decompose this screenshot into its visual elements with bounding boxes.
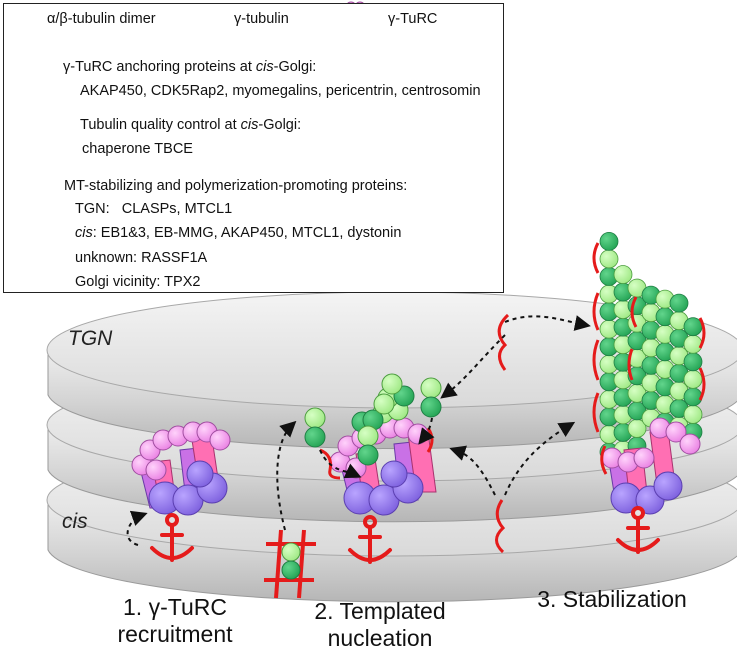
mt-brackets (592, 242, 706, 475)
nucleation-arrow-dimer (319, 449, 362, 479)
legend-mt-heading: MT-stabilizing and polymerization-promot… (64, 178, 408, 194)
step3-label: 3. Stabilization (537, 586, 687, 612)
legend-qc-heading: Tubulin quality control at cis-Golgi: (80, 117, 302, 133)
tubulin-subunit (599, 249, 619, 269)
tubulin-subunit (683, 334, 703, 354)
nucleation-arrow-up (276, 420, 297, 531)
legend-unknown-line: unknown: RASSF1A (75, 250, 208, 266)
qc-dimer (281, 542, 301, 580)
turc-nucleation-complex (329, 373, 437, 516)
layer-label-tgn: TGN (68, 327, 113, 350)
stabilizer-bracket-floating-top (497, 313, 510, 371)
microtubule-right (641, 285, 703, 442)
stabilizer-bracket-floating-bottom (495, 499, 506, 554)
tubulin-subunit (683, 405, 703, 424)
legend-dimer-label: α/β-tubulin dimer (47, 11, 156, 27)
legend-gamma-label: γ-tubulin (234, 11, 289, 27)
legend-tgn-line: TGN: CLASPs, MTCL1 (75, 201, 233, 217)
legend-turc-label: γ-TuRC (388, 11, 438, 27)
tubulin-subunit (683, 387, 703, 407)
stabilization-arrow-left-back (440, 334, 506, 399)
legend-qc-list: chaperone TBCE (82, 141, 193, 157)
tubulin-subunit (683, 317, 703, 337)
turc-recruitment-complex (131, 421, 231, 516)
recruitment-arrow (126, 510, 148, 546)
stabilizer-bracket-left (319, 448, 341, 480)
legend-box (3, 3, 504, 293)
tubulin-subunit (669, 293, 689, 313)
legend-anchor-heading: γ-TuRC anchoring proteins at cis-Golgi: (63, 59, 317, 75)
nucleation-arrow-down (418, 417, 435, 445)
tubulin-subunit (613, 265, 633, 284)
layer-label-cis: cis (62, 510, 88, 533)
stabilization-arrow-top (504, 315, 591, 331)
tubulin-subunit (599, 231, 619, 251)
stabilization-arrow-up (504, 421, 576, 496)
tubulin-subunit (683, 369, 703, 389)
microtubule-left (599, 231, 647, 462)
free-dimer-left (304, 407, 326, 448)
legend-vicinity-line: Golgi vicinity: TPX2 (75, 274, 201, 290)
tubulin-subunit (683, 352, 703, 372)
legend-anchor-list: AKAP450, CDK5Rap2, myomegalins, pericent… (80, 83, 481, 99)
anchor-icon-step1 (150, 513, 194, 562)
stabilization-arrow-left (449, 445, 496, 496)
turc-stabilization-complex (601, 417, 701, 515)
anchor-icon-step2 (348, 515, 392, 564)
legend-cis-line: cis: EB1&3, EB-MMG, AKAP450, MTCL1, dyst… (75, 225, 402, 241)
free-dimer-center (357, 425, 379, 466)
anchor-icon-step3 (616, 506, 660, 554)
